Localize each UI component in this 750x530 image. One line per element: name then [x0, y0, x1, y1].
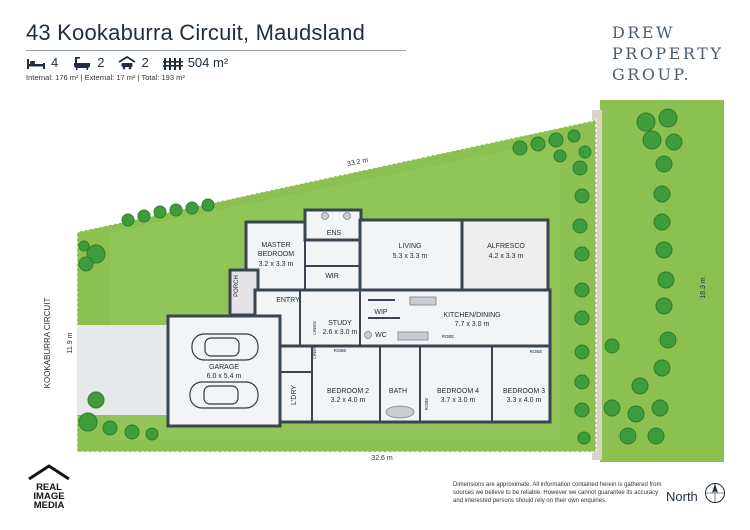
- room-alfresco-dim: 4.2 x 3.3 m: [489, 253, 524, 260]
- land-area-value: 504 m²: [187, 55, 229, 70]
- agency-logo-line2: PROPERTY: [612, 44, 724, 63]
- bath-icon: [72, 56, 92, 70]
- photographer-logo-line2: IMAGE: [33, 491, 65, 502]
- room-bed3-name: BEDROOM 3: [503, 388, 545, 395]
- room-master-name2: BEDROOM: [258, 251, 294, 258]
- fence-icon: [162, 56, 183, 70]
- land-area-stat: 504 m²: [162, 55, 229, 70]
- house-roof-icon: [28, 464, 70, 481]
- photographer-logo-line3: MEDIA: [33, 500, 65, 511]
- north-label: North: [666, 489, 698, 504]
- room-porch: PORCH: [234, 275, 240, 297]
- bathtub: [385, 405, 415, 419]
- trees: [78, 108, 683, 445]
- island-bench: [409, 296, 437, 306]
- disclaimer-text: Dimensions are approximate. All informat…: [453, 482, 662, 504]
- room-bath: BATH: [389, 388, 407, 395]
- interior-walls: [280, 222, 493, 422]
- room-ens: ENS: [327, 230, 342, 237]
- agency-logo: DREW PROPERTY GROUP.: [612, 22, 732, 85]
- bathroom-count: 2: [97, 55, 105, 70]
- room-laundry: L'DRY: [291, 385, 298, 405]
- room-bed2-name: BEDROOM 2: [327, 388, 369, 395]
- agency-logo-line3: GROUP.: [612, 65, 692, 84]
- bedroom-count: 4: [51, 55, 59, 70]
- ens-toilet: [343, 212, 351, 220]
- room-living-name: LIVING: [399, 243, 422, 250]
- car-bottom: [189, 381, 259, 409]
- room-robe-kitchen: ROBE: [442, 334, 455, 339]
- fixtures: [321, 212, 437, 419]
- room-garage-name: GARAGE: [209, 364, 239, 371]
- rear-lawn-path: [592, 110, 602, 460]
- property-address: 43 Kookaburra Circuit, Maudsland: [26, 20, 366, 45]
- room-kitchen-name: KITCHEN/DINING: [443, 312, 500, 319]
- room-living-dim: 5.3 x 3.3 m: [393, 253, 428, 260]
- room-wir: WIR: [325, 273, 339, 280]
- room-wc: WC: [375, 332, 387, 339]
- car-garage-icon: [118, 55, 136, 70]
- room-kitchen-dim: 7.7 x 3.0 m: [455, 321, 490, 328]
- dim-top: 33.2 m: [346, 157, 369, 168]
- dim-left: 11.9 m: [67, 332, 74, 353]
- room-robe-bed3: ROBE: [530, 349, 543, 354]
- garage-stat: 2: [118, 55, 149, 70]
- bedroom-stat: 4: [26, 55, 58, 70]
- room-master-name: MASTER: [261, 242, 290, 249]
- photographer-logo: REAL IMAGE MEDIA: [24, 464, 74, 510]
- floor-area-summary: Internal: 176 m² | External: 17 m² | Tot…: [26, 73, 185, 82]
- bed-icon: [26, 57, 46, 69]
- room-alfresco-name: ALFRESCO: [487, 243, 525, 250]
- street-label: KOOKABURRA CIRCUIT: [43, 298, 52, 389]
- bathroom-stat: 2: [72, 55, 104, 70]
- room-linen-2: LINEN: [312, 345, 317, 358]
- header-divider: [26, 50, 406, 51]
- photographer-logo-line1: REAL: [36, 482, 62, 493]
- room-robe-bed2: ROBE: [334, 348, 347, 353]
- garage-cars: [189, 333, 259, 409]
- car-top: [191, 333, 259, 361]
- room-robe-bed4: ROBE: [424, 398, 429, 411]
- agency-logo-line1: DREW: [612, 23, 675, 42]
- room-wip: WIP: [374, 309, 388, 316]
- room-garage-dim: 6.0 x 5.4 m: [207, 373, 242, 380]
- room-bed4-name: BEDROOM 4: [437, 388, 479, 395]
- room-bed2-dim: 3.2 x 4.0 m: [331, 397, 366, 404]
- room-linen-1: LINEN: [312, 321, 317, 334]
- room-master-dim: 3.2 x 3.3 m: [259, 261, 294, 268]
- compass-icon: [704, 482, 726, 509]
- room-bed4-dim: 3.7 x 3.0 m: [441, 397, 476, 404]
- dim-right: 18.3 m: [700, 277, 707, 299]
- room-bed3-dim: 3.3 x 4.0 m: [507, 397, 542, 404]
- kitchen-bench: [397, 331, 429, 341]
- room-study-name: STUDY: [328, 320, 352, 327]
- room-study-dim: 2.6 x 3.0 m: [323, 329, 358, 336]
- wc-toilet: [364, 331, 372, 339]
- property-stats: 4 2 2 504 m²: [26, 55, 228, 70]
- ens-basin: [321, 212, 329, 220]
- room-entry: ENTRY: [276, 297, 300, 304]
- garage-count: 2: [141, 55, 149, 70]
- dim-bottom: 32.6 m: [371, 455, 393, 462]
